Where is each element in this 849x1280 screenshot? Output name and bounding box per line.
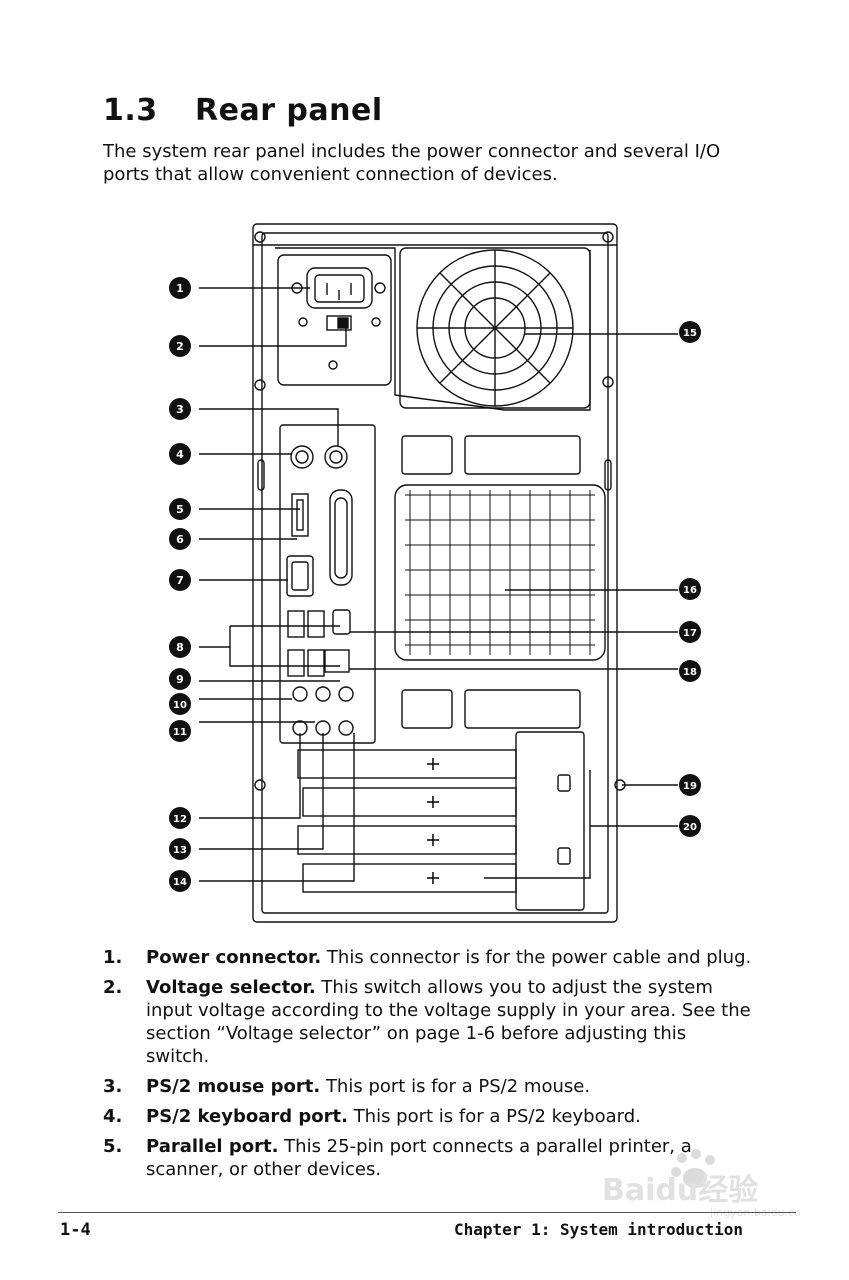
fan-housing bbox=[399, 247, 591, 409]
callout-8-label: 8 bbox=[176, 641, 184, 654]
item-number: 2. bbox=[103, 977, 123, 998]
callout-18 bbox=[679, 660, 701, 682]
footer-rule bbox=[58, 1212, 796, 1213]
callout-7 bbox=[169, 569, 191, 591]
callout-16 bbox=[679, 578, 701, 600]
audio-jack-drawing bbox=[292, 686, 308, 702]
callout-6 bbox=[169, 528, 191, 550]
item-number: 3. bbox=[103, 1076, 123, 1097]
callout-17-label: 17 bbox=[683, 628, 697, 639]
item-description: This 25-pin port connects a parallel pri… bbox=[146, 1136, 692, 1180]
item-number: 5. bbox=[103, 1136, 123, 1157]
item-term: Parallel port. bbox=[146, 1136, 279, 1157]
callout-10 bbox=[169, 693, 191, 715]
item-term: PS/2 keyboard port. bbox=[146, 1106, 348, 1127]
list-item: 2. Voltage selector. This switch allows y… bbox=[103, 976, 753, 1068]
callout-3 bbox=[169, 398, 191, 420]
callout-6-label: 6 bbox=[176, 533, 184, 546]
callout-14 bbox=[169, 870, 191, 892]
callout-14-label: 14 bbox=[173, 877, 187, 888]
chassis-outline bbox=[252, 223, 618, 923]
callout-20 bbox=[679, 815, 701, 837]
section-title: Rear panel bbox=[195, 93, 383, 128]
callout-17 bbox=[679, 621, 701, 643]
list-item: 4. PS/2 keyboard port. This port is for a… bbox=[103, 1105, 753, 1128]
item-term: PS/2 mouse port. bbox=[146, 1076, 321, 1097]
callout-15 bbox=[679, 321, 701, 343]
section-number: 1.3 bbox=[103, 93, 158, 128]
callout-18-label: 18 bbox=[683, 667, 697, 678]
watermark-text: Baidu经验 bbox=[602, 1173, 758, 1208]
list-item: 1. Power connector. This connector is for… bbox=[103, 946, 753, 969]
callout-1 bbox=[169, 277, 191, 299]
callout-8 bbox=[169, 636, 191, 658]
callout-11 bbox=[169, 720, 191, 742]
item-description: This connector is for the power cable an… bbox=[321, 947, 752, 968]
rear-panel-item-list: 1. Power connector. This connector is for… bbox=[103, 946, 753, 1188]
vent-area bbox=[394, 484, 606, 661]
item-number: 4. bbox=[103, 1106, 123, 1127]
ps2-keyboard-drawing bbox=[290, 445, 314, 469]
list-item: 5. Parallel port. This 25-pin port connec… bbox=[103, 1135, 753, 1181]
section-heading: 1.3 Rear panel bbox=[103, 93, 383, 128]
vga-port-drawing bbox=[286, 555, 314, 597]
callout-9 bbox=[169, 668, 191, 690]
slot-latch bbox=[515, 731, 585, 911]
callout-20-label: 20 bbox=[683, 822, 697, 833]
parallel-port-drawing bbox=[329, 489, 353, 586]
callout-13-label: 13 bbox=[173, 845, 187, 856]
callout-16-label: 16 bbox=[683, 585, 697, 596]
callout-10-label: 10 bbox=[173, 700, 187, 711]
callout-1-label: 1 bbox=[176, 282, 184, 295]
page-number: 1-4 bbox=[60, 1220, 91, 1240]
callout-12 bbox=[169, 807, 191, 829]
callout-4-label: 4 bbox=[176, 448, 184, 461]
ps2-mouse-drawing bbox=[324, 445, 348, 469]
callout-19-label: 19 bbox=[683, 781, 697, 792]
callout-2 bbox=[169, 335, 191, 357]
list-item: 3. PS/2 mouse port. This port is for a PS… bbox=[103, 1075, 753, 1098]
item-term: Voltage selector. bbox=[146, 977, 316, 998]
item-description: This switch allows you to adjust the sys… bbox=[146, 977, 751, 1067]
callout-12-label: 12 bbox=[173, 814, 187, 825]
honeycomb-pattern bbox=[405, 490, 595, 655]
item-number: 1. bbox=[103, 947, 123, 968]
chapter-title: Chapter 1: System introduction bbox=[454, 1220, 743, 1239]
callout-13 bbox=[169, 838, 191, 860]
callout-19 bbox=[679, 774, 701, 796]
callout-4 bbox=[169, 443, 191, 465]
item-description: This port is for a PS/2 mouse. bbox=[320, 1076, 591, 1097]
callout-7-label: 7 bbox=[176, 574, 184, 587]
voltage-selector-drawing bbox=[326, 315, 352, 331]
callout-9-label: 9 bbox=[176, 673, 184, 686]
esata-drawing bbox=[291, 493, 309, 537]
callout-3-label: 3 bbox=[176, 403, 184, 416]
expansion-slot bbox=[297, 749, 517, 779]
callout-5 bbox=[169, 498, 191, 520]
callout-15-label: 15 bbox=[683, 328, 697, 339]
callout-11-label: 11 bbox=[173, 727, 187, 738]
baidu-watermark-logo: Baidu经验 jingyan.baidu.com bbox=[602, 1149, 800, 1218]
item-description: This port is for a PS/2 keyboard. bbox=[347, 1106, 641, 1127]
usb-drawing bbox=[287, 610, 305, 638]
io-shield bbox=[279, 424, 376, 744]
item-term: Power connector. bbox=[146, 947, 322, 968]
callout-5-label: 5 bbox=[176, 503, 184, 516]
lan-port-drawing bbox=[324, 649, 350, 673]
intro-paragraph: The system rear panel includes the power… bbox=[103, 141, 721, 185]
callout-2-label: 2 bbox=[176, 340, 184, 353]
